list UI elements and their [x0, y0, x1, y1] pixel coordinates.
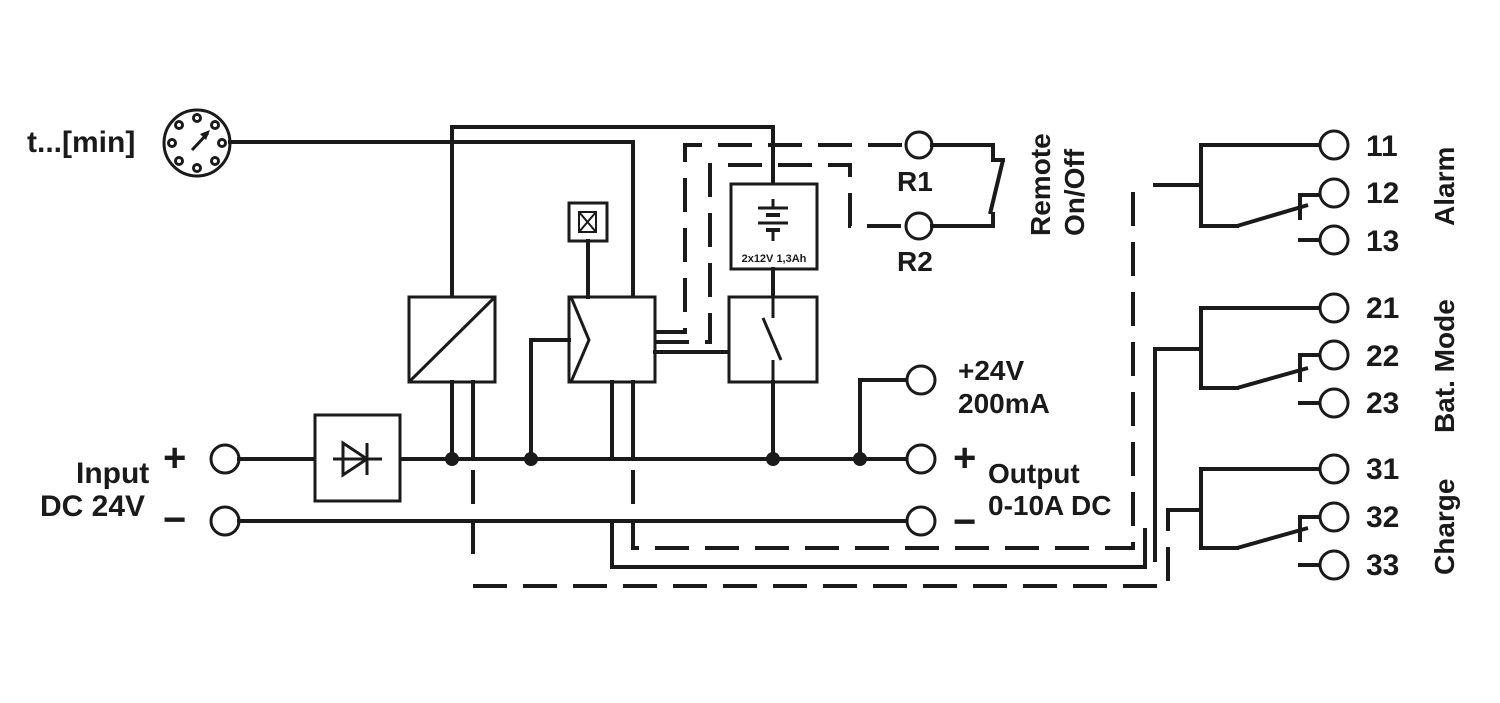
output-minus-terminal[interactable] [905, 505, 937, 537]
junction-dot [766, 452, 780, 466]
remote-r1-terminal[interactable] [904, 130, 934, 160]
relay-terminal-13[interactable] [1318, 224, 1350, 256]
output-label-line1: Output [988, 458, 1080, 489]
aux-output-wire [858, 378, 909, 461]
timer-dial-icon[interactable] [162, 108, 232, 178]
charger-input-wire [529, 338, 571, 461]
battery-switch-block [727, 295, 819, 384]
relay-terminal-label: 22 [1366, 340, 1399, 373]
dc-converter-block [407, 295, 497, 384]
relay-terminal-label: 33 [1366, 549, 1399, 582]
relay-terminal-label: 21 [1366, 292, 1399, 325]
output-minus-sign: − [953, 500, 976, 544]
signal-dashed-wire-converter [473, 510, 1170, 588]
relay-charge-label: Charge [1429, 479, 1460, 575]
junction-dot [445, 452, 459, 466]
aux-output-label-line2: 200mA [958, 388, 1050, 419]
remote-switch-wire [930, 143, 1005, 162]
relay-terminal-label: 32 [1366, 501, 1399, 534]
remote-r2-terminal[interactable] [904, 211, 934, 241]
relay-terminal-label: 13 [1366, 225, 1399, 258]
input-label-line1: Input [76, 457, 149, 490]
remote-dashed-wire-2 [655, 163, 907, 344]
relay-bat-mode [1153, 292, 1350, 562]
remote-label-line2: On/Off [1059, 148, 1090, 236]
relay-terminal-label: 11 [1366, 130, 1398, 163]
aux-output-label-line1: +24V [958, 355, 1024, 386]
input-label-line2: DC 24V [40, 490, 145, 523]
relay-terminal-23[interactable] [1318, 387, 1350, 419]
relay-terminal-31[interactable] [1318, 453, 1350, 485]
remote-dashed-wire-1 [655, 143, 907, 334]
input-plus-terminal[interactable] [209, 443, 241, 475]
input-minus-sign: − [163, 498, 186, 542]
charger-block [567, 295, 657, 384]
charger-signal-wire [610, 519, 1147, 569]
junction-dot [524, 452, 538, 466]
battery-label: 2x12V 1,3Ah [742, 253, 807, 265]
aux-output-terminal[interactable] [905, 364, 937, 396]
remote-r1-label: R1 [897, 166, 933, 197]
output-plus-sign: + [953, 436, 976, 480]
relay-terminal-22[interactable] [1318, 339, 1350, 371]
relay-terminal-11[interactable] [1318, 129, 1350, 161]
diode-block [313, 413, 402, 503]
relay-terminal-21[interactable] [1318, 292, 1350, 324]
output-plus-terminal[interactable] [905, 443, 937, 475]
output-label-line2: 0-10A DC [988, 490, 1111, 521]
relay-terminal-12[interactable] [1318, 177, 1350, 209]
relay-terminal-32[interactable] [1318, 501, 1350, 533]
signal-dashed-wire-charger [631, 184, 1135, 550]
timer-label: t...[min] [27, 126, 135, 159]
fuse-indicator-icon [567, 201, 609, 243]
relay-terminal-33[interactable] [1318, 549, 1350, 581]
remote-switch-blade[interactable] [988, 159, 1005, 215]
relay-terminal-label: 23 [1366, 387, 1399, 420]
relay-alarm [1153, 129, 1350, 256]
remote-switch-return [930, 212, 995, 228]
top-bus-wire [450, 125, 775, 299]
relay-charge [1166, 453, 1350, 581]
remote-r2-label: R2 [897, 246, 933, 277]
input-minus-terminal[interactable] [209, 505, 241, 537]
input-plus-sign: + [163, 436, 186, 480]
relay-bat-mode-label: Bat. Mode [1429, 299, 1460, 433]
remote-label-line1: Remote [1025, 133, 1056, 236]
relay-alarm-label: Alarm [1429, 147, 1460, 226]
relay-terminal-label: 12 [1366, 177, 1399, 210]
relay-terminal-label: 31 [1366, 453, 1399, 486]
